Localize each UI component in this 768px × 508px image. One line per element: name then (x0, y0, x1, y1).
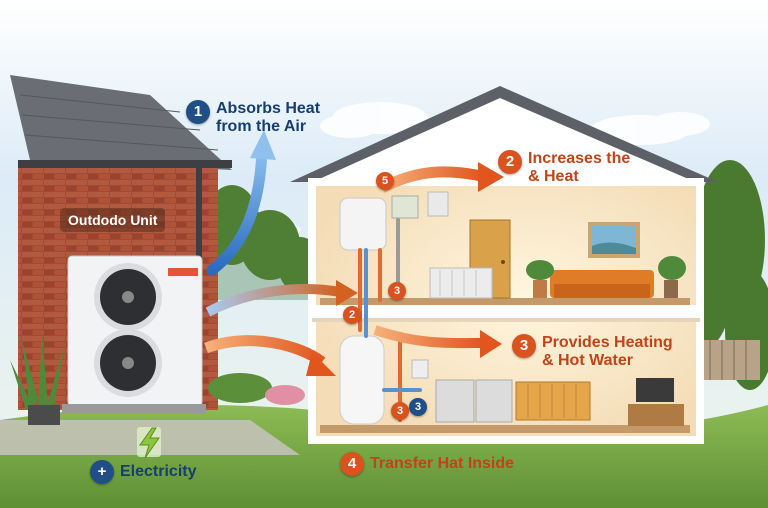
step-3-text: Provides Heating & Hot Water (542, 334, 673, 371)
step-1-line2: from the Air (216, 118, 306, 135)
electricity-label: + Electricity (90, 460, 196, 484)
outdoor-unit-label: Outdodo Unit (60, 208, 165, 232)
marker-3-blue: 3 (409, 398, 427, 416)
step-2-label: 2 Increases the & Heat (498, 150, 630, 187)
step-3-line2: & Hot Water (542, 352, 633, 369)
step-1-badge: 1 (186, 100, 210, 124)
step-3-line1: Provides Heating (542, 334, 673, 351)
step-4-label: 4 Transfer Hat Inside (340, 452, 514, 476)
plus-icon: + (90, 460, 114, 484)
step-1-line1: Absorbs Heat (216, 100, 320, 117)
electricity-text: Electricity (120, 463, 196, 481)
step-4-text: Transfer Hat Inside (370, 455, 514, 473)
marker-5: 5 (376, 172, 394, 190)
marker-3-lower: 3 (391, 402, 409, 420)
step-2-badge: 2 (498, 150, 522, 174)
step-2-line2: & Heat (528, 168, 579, 185)
step-2-line1: Increases the (528, 150, 630, 167)
marker-3-upper: 3 (388, 282, 406, 300)
step-3-label: 3 Provides Heating & Hot Water (512, 334, 673, 371)
step-2-text: Increases the & Heat (528, 150, 630, 187)
step-4-badge: 4 (340, 452, 364, 476)
step-1-label: 1 Absorbs Heat from the Air (186, 100, 320, 137)
marker-2-pipe: 2 (343, 306, 361, 324)
step-1-text: Absorbs Heat from the Air (216, 100, 320, 137)
step-3-badge: 3 (512, 334, 536, 358)
